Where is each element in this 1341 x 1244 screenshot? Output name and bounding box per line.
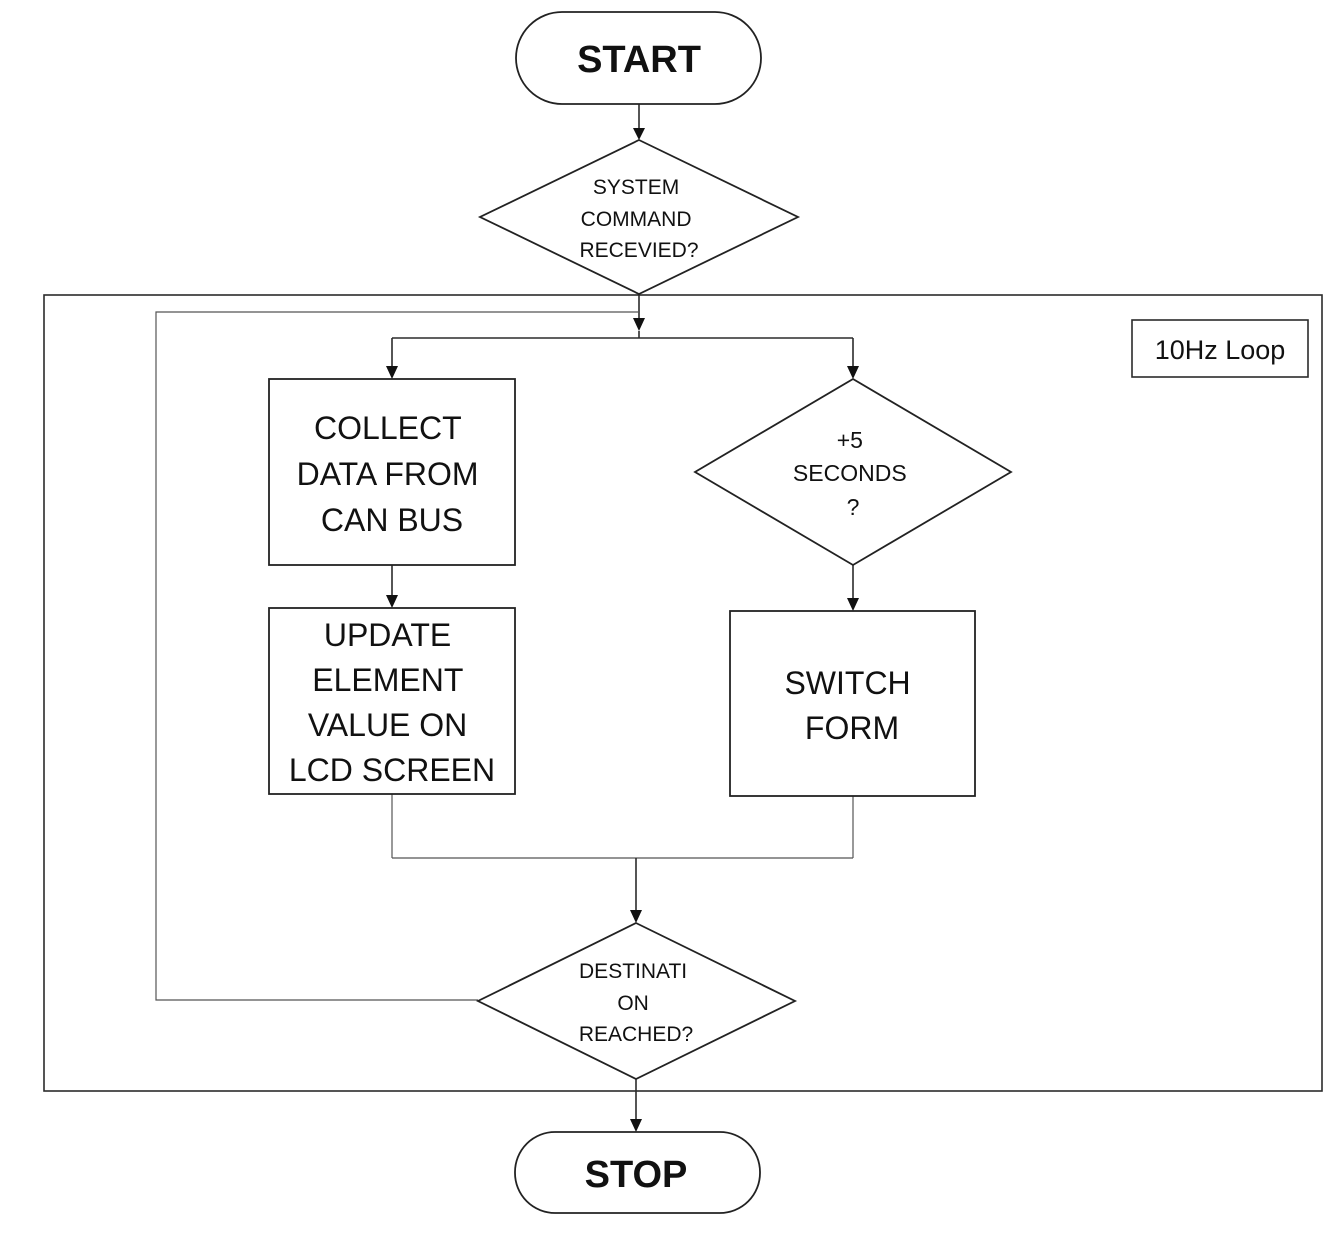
- stop-terminator: STOP: [514, 1131, 761, 1214]
- stop-label: STOP: [585, 1154, 688, 1196]
- decision-destination: DESTINATI ON REACHED?: [475, 921, 798, 1081]
- arrowhead: [847, 598, 859, 611]
- start-label: START: [577, 39, 701, 81]
- arrowhead: [386, 366, 398, 379]
- arrowhead: [386, 595, 398, 608]
- arrowhead: [630, 910, 642, 923]
- start-terminator: START: [515, 11, 762, 105]
- decision-destination-text: DESTINATI ON REACHED?: [579, 960, 693, 1046]
- process-switch-form-text: SWITCH FORM: [784, 665, 919, 746]
- process-collect-data-text: COLLECT DATA FROM CAN BUS: [297, 410, 488, 538]
- process-collect-data: COLLECT DATA FROM CAN BUS: [268, 378, 516, 566]
- arrowhead: [630, 1119, 642, 1132]
- process-switch-form: SWITCH FORM: [729, 610, 976, 797]
- decision-timer-text: +5 SECONDS ?: [793, 427, 913, 520]
- loop-container: [43, 294, 1323, 1092]
- process-update-element: UPDATE ELEMENT VALUE ON LCD SCREEN: [268, 607, 516, 795]
- decision-timer: +5 SECONDS ?: [693, 377, 1013, 567]
- arrowhead: [847, 366, 859, 379]
- decision-system-command: SYSTEM COMMAND RECEVIED?: [477, 139, 801, 295]
- decision-system-command-text: SYSTEM COMMAND RECEVIED?: [579, 176, 698, 262]
- connector-loop-back: [155, 311, 639, 1001]
- process-update-element-text: UPDATE ELEMENT VALUE ON LCD SCREEN: [289, 617, 495, 788]
- arrowhead: [633, 128, 645, 140]
- loop-label: 10Hz Loop: [1131, 319, 1309, 378]
- loop-label-text: 10Hz Loop: [1155, 335, 1286, 365]
- connectors: [155, 104, 859, 1132]
- arrowhead: [633, 318, 645, 331]
